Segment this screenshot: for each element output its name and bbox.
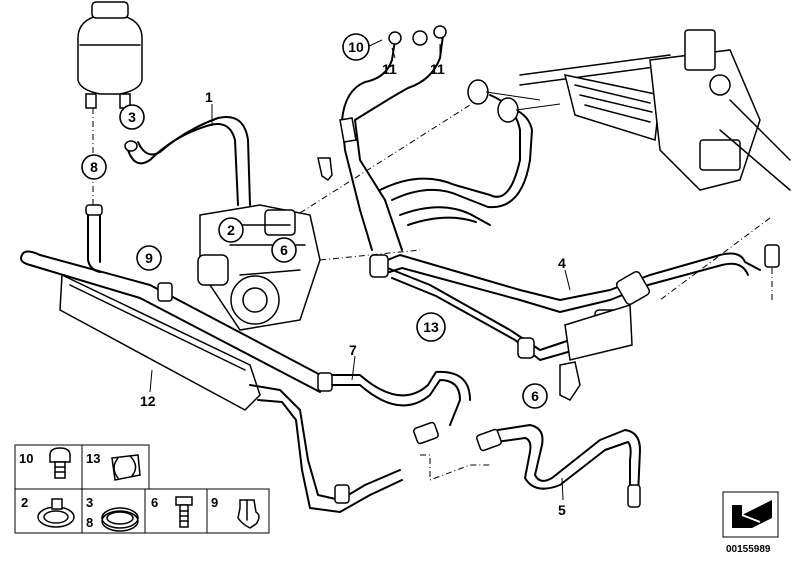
callout-13: 13: [416, 312, 446, 342]
svg-text:4: 4: [558, 255, 566, 271]
parts-legend: 10 13 2 3 8 6: [14, 444, 270, 534]
svg-text:2: 2: [227, 222, 235, 238]
svg-text:1: 1: [205, 89, 213, 105]
svg-text:13: 13: [423, 319, 439, 335]
callout-3: 3: [119, 104, 145, 130]
callout-11-left: 11: [382, 61, 397, 77]
legend-label-9: 9: [211, 495, 218, 510]
bracket-top: [317, 157, 333, 182]
screw-plug-icon: [49, 447, 71, 479]
callout-6-bottom: 6: [522, 383, 548, 409]
svg-text:11: 11: [382, 61, 397, 77]
high-pressure-line: [369, 217, 780, 361]
svg-text:8: 8: [90, 159, 98, 175]
legend-label-2: 2: [21, 495, 28, 510]
svg-text:10: 10: [348, 39, 364, 55]
callout-2: 2: [218, 217, 244, 243]
svg-text:11: 11: [430, 61, 445, 77]
spring-clamp-icon: [101, 507, 139, 532]
callout-9: 9: [136, 245, 162, 271]
legend-label-13: 13: [86, 451, 100, 466]
callout-5: 5: [558, 502, 566, 518]
oil-cooler: [20, 250, 471, 513]
callout-6-top: 6: [271, 237, 297, 263]
doc-number: 00155989: [726, 544, 771, 555]
callout-11-right: 11: [430, 61, 445, 77]
svg-text:9: 9: [145, 250, 153, 266]
folded-arrow-icon: [732, 500, 772, 528]
svg-text:7: 7: [349, 342, 357, 358]
pressure-line-upper: [339, 25, 447, 251]
steering-pump: [197, 104, 471, 331]
svg-text:3: 3: [128, 109, 136, 125]
svg-text:6: 6: [531, 388, 539, 404]
callout-8: 8: [81, 154, 107, 180]
legend-label-6: 6: [151, 495, 158, 510]
hose-clip-icon: [111, 454, 141, 481]
bracket-lower: [559, 361, 581, 401]
return-hose-small: [85, 204, 103, 273]
hose-clamp-icon: [37, 498, 75, 528]
legend-label-10: 10: [19, 451, 33, 466]
legend-label-8: 8: [86, 515, 93, 530]
legend-label-3: 3: [86, 495, 93, 510]
doc-reference: 00155989: [722, 491, 779, 555]
svg-text:5: 5: [558, 502, 566, 518]
callout-12: 12: [140, 393, 156, 409]
svg-text:12: 12: [140, 393, 156, 409]
callout-4: 4: [558, 255, 566, 271]
svg-text:6: 6: [280, 242, 288, 258]
bolt-icon: [175, 496, 193, 528]
callout-1: 1: [205, 89, 213, 105]
rack-feed-lines: [379, 79, 561, 226]
callout-10: 10: [342, 33, 370, 61]
callout-7: 7: [349, 342, 357, 358]
suction-hose: [124, 116, 251, 206]
steering-rack: [519, 29, 791, 191]
clip-holder-icon: [237, 499, 260, 529]
return-line: [413, 421, 641, 508]
fluid-reservoir: [77, 1, 143, 205]
leader-lines: [149, 39, 571, 501]
